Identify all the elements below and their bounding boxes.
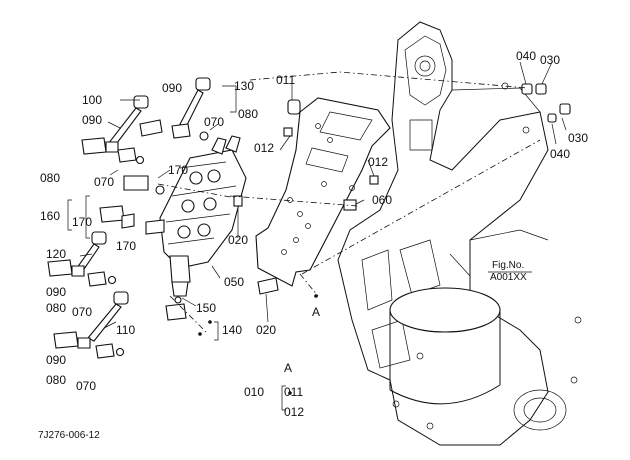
- callout-030-a: 030: [540, 53, 560, 67]
- callout-090-a: 090: [82, 113, 102, 127]
- callout-010: 010: [244, 385, 264, 399]
- callout-040-b: 040: [550, 147, 570, 161]
- callout-070-d: 070: [76, 379, 96, 393]
- callout-070-c: 070: [72, 305, 92, 319]
- callout-030-b: 030: [568, 131, 588, 145]
- callout-020-b: 020: [256, 323, 276, 337]
- callout-120: 120: [46, 247, 66, 261]
- callout-170-b: 170: [72, 215, 92, 229]
- callout-080-b: 080: [40, 171, 60, 185]
- callout-140: 140: [222, 323, 242, 337]
- callout-050: 050: [224, 275, 244, 289]
- callout-070-a: 070: [204, 115, 224, 129]
- leader-lines: [67, 61, 567, 411]
- callout-060: 060: [372, 193, 392, 207]
- bracket-plate: [255, 97, 391, 287]
- callout-a-point: A: [312, 305, 320, 319]
- callout-150: 150: [196, 301, 216, 315]
- callout-012-b: 012: [368, 155, 388, 169]
- callout-090-c: 090: [46, 285, 66, 299]
- callout-090-top: 090: [162, 81, 182, 95]
- callout-020-a: 020: [228, 233, 248, 247]
- callout-040-a: 040: [516, 49, 536, 63]
- callout-110: 110: [116, 323, 135, 337]
- figure-ref-number: A001XX: [490, 272, 527, 283]
- callout-080-c: 080: [46, 301, 66, 315]
- callout-080-a: 080: [238, 107, 258, 121]
- control-valve-body: [159, 135, 247, 297]
- callout-011: 011: [276, 73, 295, 87]
- callout-090-d: 090: [46, 353, 66, 367]
- callout-012-a: 012: [254, 141, 274, 155]
- callout-labels: 100 090 090 130 080 070 011 040 030 030 …: [40, 49, 588, 419]
- drawing-code: 7J276-006-12: [38, 430, 100, 441]
- callout-012-legend: 012: [284, 405, 304, 419]
- hardware: [233, 83, 571, 295]
- callout-170-a: 170: [168, 163, 188, 177]
- callout-130: 130: [234, 79, 254, 93]
- hose-fittings: [47, 77, 211, 359]
- callout-160: 160: [40, 209, 60, 223]
- callout-011-legend: 011: [284, 385, 303, 399]
- callout-070-b: 070: [94, 175, 114, 189]
- callout-170-c: 170: [116, 239, 136, 253]
- callout-080-d: 080: [46, 373, 66, 387]
- callout-a-legend: A: [284, 361, 292, 375]
- figure-ref-label: Fig.No.: [492, 260, 524, 271]
- figure-reference: Fig.No. A001XX: [488, 260, 532, 283]
- frame-housing: [337, 21, 582, 446]
- callout-100: 100: [82, 93, 102, 107]
